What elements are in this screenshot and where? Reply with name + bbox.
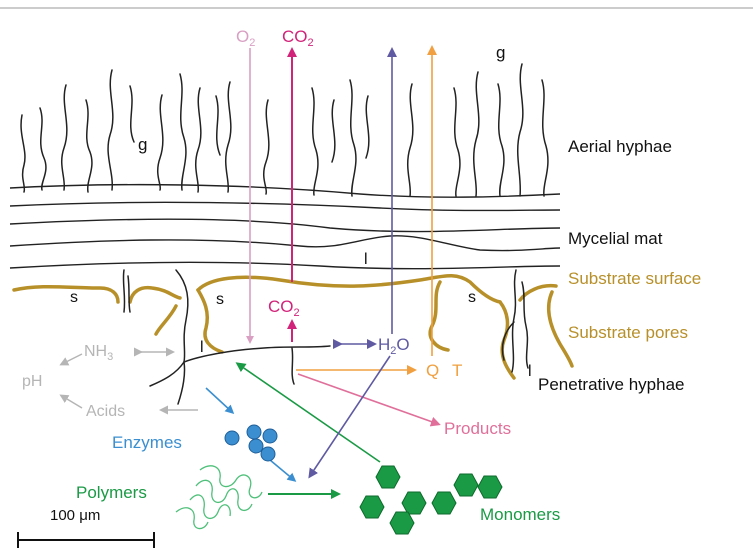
s-label-right: s: [468, 289, 476, 306]
g-label-right: g: [496, 43, 505, 62]
t-label: T: [452, 361, 462, 380]
co2-label-mid: CO2: [268, 297, 300, 319]
co2-label-top: CO2: [282, 27, 314, 49]
substrate-surface-label: Substrate surface: [568, 269, 701, 288]
nh3-to-ph-arrow: [62, 354, 82, 364]
ph-label: pH: [22, 373, 42, 390]
products-label: Products: [444, 419, 511, 438]
h2o-to-monomers-arrow: [310, 356, 390, 476]
mycelial-mat-label: Mycelial mat: [568, 229, 663, 248]
monomers-label: Monomers: [480, 505, 560, 524]
mycelial-mat: [10, 185, 560, 269]
products-arrow: [298, 374, 438, 424]
l-label-mat: l: [364, 251, 368, 268]
acids-to-ph-arrow: [62, 396, 82, 408]
g-label-left: g: [138, 135, 147, 154]
aerial-hyphae: [21, 64, 548, 196]
l-label-right: l: [528, 363, 532, 380]
scale-bar: [18, 532, 154, 548]
penetrative-hyphae-label: Penetrative hyphae: [538, 375, 685, 394]
s-label-mid: s: [216, 291, 224, 308]
h2o-label: H2O: [378, 335, 410, 357]
s-label-left: s: [70, 289, 78, 306]
polymers-label: Polymers: [76, 483, 147, 502]
acids-label: Acids: [86, 403, 125, 420]
l-label-left: l: [200, 339, 204, 356]
scale-bar-label: 100 μm: [50, 507, 100, 524]
enzymes-label: Enzymes: [112, 433, 182, 452]
enzyme-molecules: [225, 425, 277, 461]
enzyme-to-polymer-arrow: [270, 460, 294, 480]
q-label: Q: [426, 361, 439, 380]
polymer-strands: [176, 466, 262, 529]
substrate-pores-label: Substrate pores: [568, 323, 688, 342]
enzyme-release-arrow: [206, 388, 232, 412]
aerial-hyphae-label: Aerial hyphae: [568, 137, 672, 156]
o2-label: O2: [236, 27, 255, 49]
nh3-label: NH3: [84, 343, 113, 363]
